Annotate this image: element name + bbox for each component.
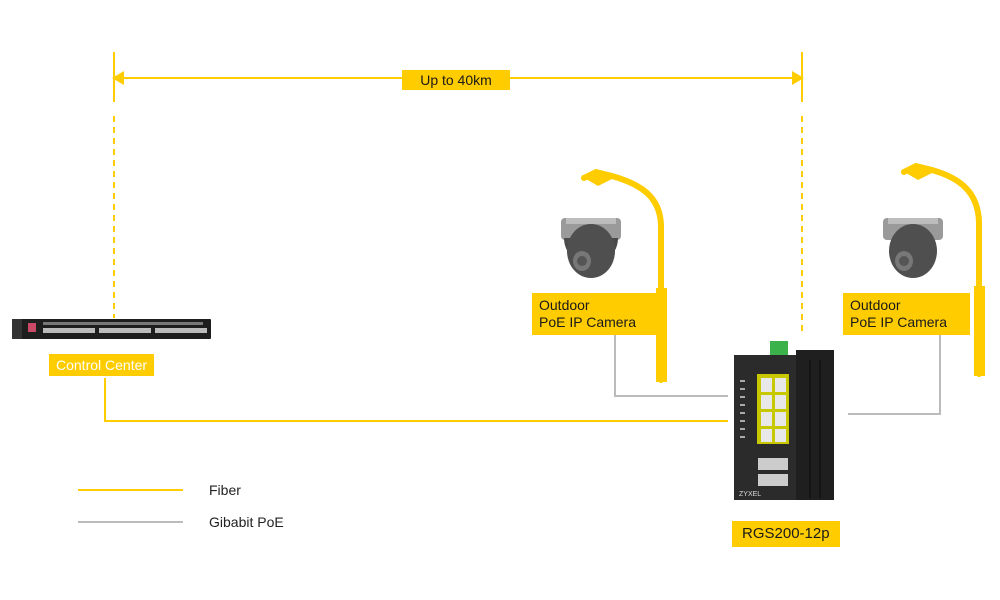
legend-fiber-label: Fiber (209, 482, 241, 498)
camera-label-1-line1: Outdoor (539, 297, 590, 313)
camera-label-2-line2: PoE IP Camera (850, 314, 948, 330)
camera-label-2-line1: Outdoor (850, 297, 901, 313)
fiber-link (104, 378, 728, 422)
dome-camera-icon-2 (883, 218, 943, 278)
poe-link-camera-2 (848, 333, 941, 415)
poe-link-camera-1 (614, 333, 728, 397)
switch-model-label: RGS200-12p (732, 521, 840, 547)
legend-poe-label: Gibabit PoE (209, 514, 284, 530)
industrial-switch-icon: ZYXEL (734, 341, 834, 500)
left-arrowhead-icon (112, 71, 124, 85)
camera-label-1-line2: PoE IP Camera (539, 314, 637, 330)
control-center-label: Control Center (49, 354, 155, 376)
camera-label-1: Outdoor PoE IP Camera (532, 293, 659, 335)
right-arrowhead-icon (792, 71, 804, 85)
camera-label-2: Outdoor PoE IP Camera (843, 293, 970, 335)
switch-brand: ZYXEL (739, 491, 761, 498)
rack-switch-icon (12, 319, 211, 339)
street-lamp-icon (581, 168, 667, 383)
distance-label: Up to 40km (402, 70, 510, 90)
dome-camera-icon (561, 218, 621, 278)
street-lamp-icon-2 (901, 162, 985, 377)
